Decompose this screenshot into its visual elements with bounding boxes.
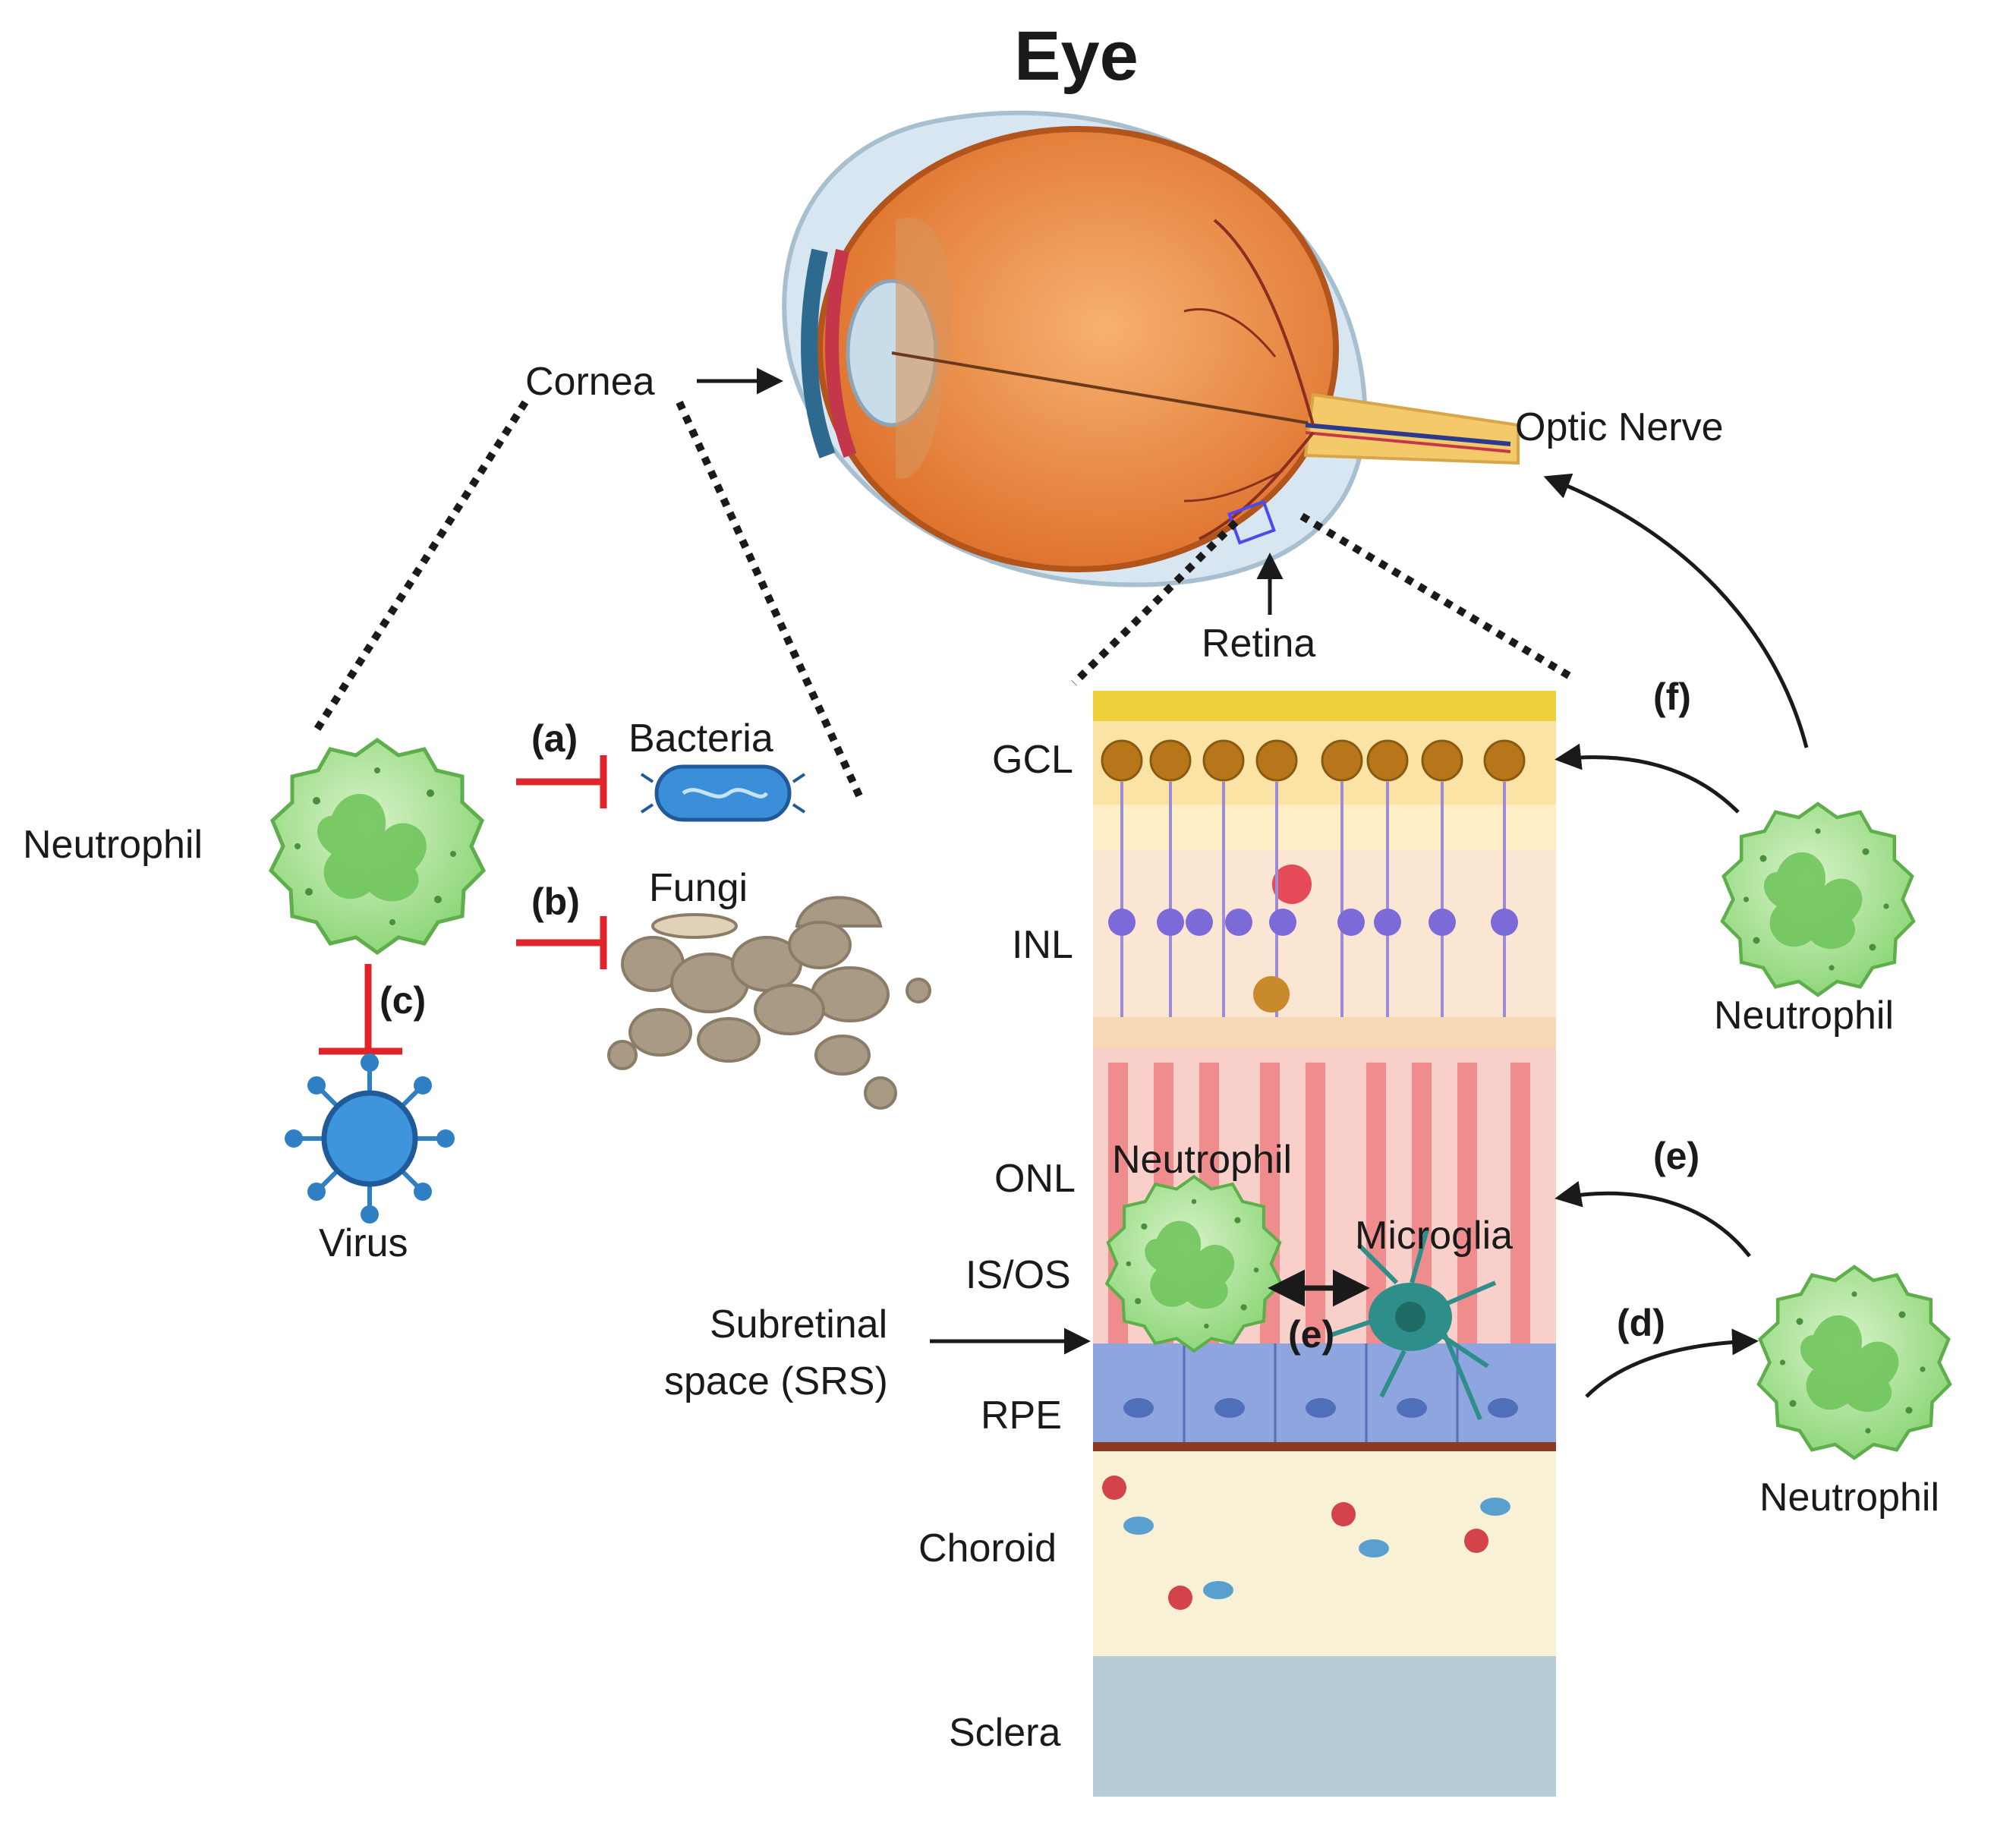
neutrophil-retina-label: Neutrophil: [1112, 1138, 1292, 1182]
layer-inl: INL: [1012, 923, 1073, 967]
neutrophil-left-label: Neutrophil: [23, 823, 203, 867]
neutrophil-cell-left: [271, 740, 484, 953]
figure-title: Eye: [1014, 17, 1139, 95]
inhibit-virus: [319, 964, 402, 1055]
retina-label-e: (e): [1288, 1313, 1334, 1356]
arrow-e-onl: [1555, 1181, 1751, 1258]
layer-choroid: Choroid: [918, 1526, 1057, 1570]
label-e-right: (e): [1653, 1135, 1699, 1177]
bacteria-label: Bacteria: [628, 717, 773, 761]
neutrophil-right-bottom-label: Neutrophil: [1759, 1476, 1939, 1520]
arrow-f-gcl: [1555, 743, 1740, 814]
microglia-label: Microglia: [1355, 1214, 1513, 1258]
layer-gcl: GCL: [992, 738, 1073, 782]
fungi-icon: [607, 896, 931, 1110]
layer-sclera: Sclera: [949, 1711, 1060, 1755]
eyeball-illustration: [782, 110, 1520, 587]
neutrophil-cell-right-top: [1722, 804, 1914, 995]
arrow-f-optic-nerve: [1543, 473, 1809, 748]
retina-zoom-line-right: [1299, 512, 1577, 683]
label-b: (b): [531, 880, 580, 923]
label-d: (d): [1617, 1302, 1665, 1344]
microglia-icon: [1328, 1229, 1497, 1421]
neutrophil-cell-right-bottom: [1759, 1267, 1950, 1458]
layer-srs-line2: space (SRS): [664, 1359, 888, 1403]
optic-nerve-label: Optic Nerve: [1515, 405, 1724, 449]
layer-onl: ONL: [994, 1157, 1076, 1201]
layer-rpe: RPE: [981, 1394, 1062, 1438]
neutrophil-right-top-label: Neutrophil: [1714, 994, 1894, 1038]
virus-icon: [285, 1054, 455, 1224]
label-f: (f): [1653, 676, 1691, 718]
cornea-label: Cornea: [525, 360, 655, 404]
label-a: (a): [531, 717, 578, 760]
cornea-zoom-line-left: [311, 400, 529, 735]
arrow-d-exit: [1585, 1328, 1759, 1398]
layer-isos: IS/OS: [965, 1253, 1071, 1297]
label-c: (c): [380, 979, 426, 1022]
virus-label: Virus: [319, 1221, 408, 1265]
layer-srs-line1: Subretinal: [710, 1302, 887, 1347]
bacteria-icon: [640, 764, 806, 822]
fungi-label: Fungi: [649, 866, 748, 910]
inhibit-fungi: [516, 916, 607, 969]
inhibit-bacteria: [516, 755, 607, 808]
retina-label: Retina: [1202, 622, 1315, 666]
cornea-zoom-line-right: [676, 400, 865, 803]
